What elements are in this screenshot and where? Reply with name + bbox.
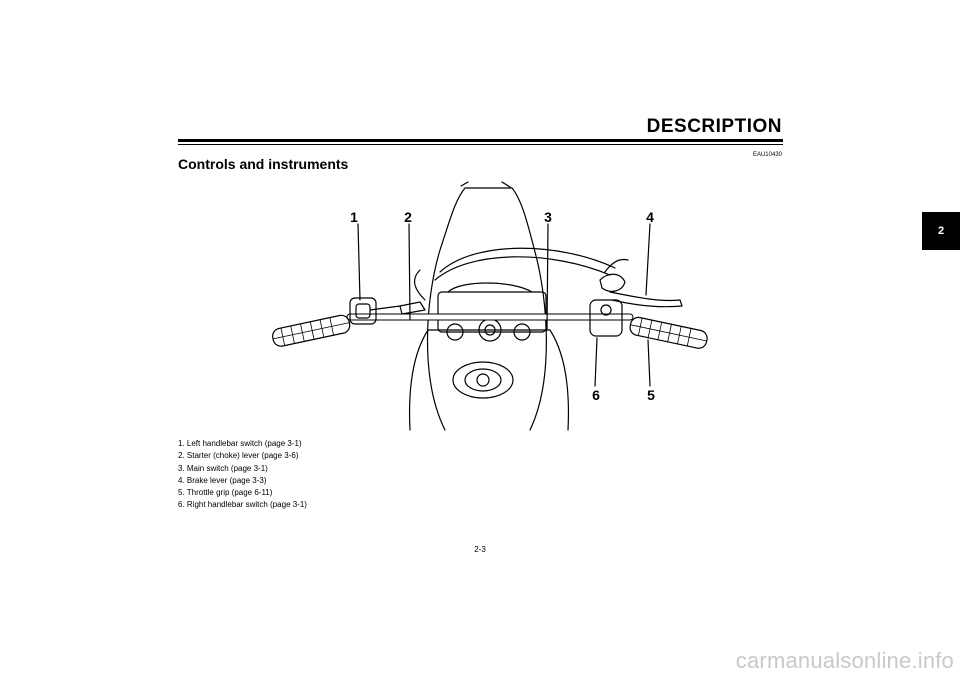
- callout-label: 2: [404, 209, 412, 225]
- caption-item: 4. Brake lever (page 3-3): [178, 475, 267, 485]
- header-rule-thin: [178, 144, 783, 145]
- right-grip: [629, 316, 708, 349]
- page-number: 2-3: [474, 545, 486, 554]
- callout-label: 6: [592, 387, 600, 403]
- watermark: carmanualsonline.info: [735, 648, 954, 673]
- caption-item: 6. Right handlebar switch (page 3-1): [178, 500, 307, 510]
- caption-item: 3. Main switch (page 3-1): [178, 463, 268, 473]
- caption-item: 5. Throttle grip (page 6-11): [178, 488, 273, 498]
- chapter-tab[interactable]: 2: [922, 212, 960, 250]
- callout-label: 5: [647, 387, 655, 403]
- handlebar-illustration: 1 2 3 4 5 6: [250, 180, 720, 435]
- page-heading: Controls and instruments: [178, 156, 349, 172]
- callout-label: 1: [350, 209, 358, 225]
- header-rule: [178, 139, 783, 142]
- caption-list: 1. Left handlebar switch (page 3-1) 2. S…: [178, 438, 307, 512]
- section-title: DESCRIPTION: [646, 116, 782, 137]
- callout-label: 4: [646, 209, 654, 225]
- section-code: EAU10430: [752, 152, 782, 158]
- caption-item: 2. Starter (choke) lever (page 3-6): [178, 451, 299, 461]
- left-grip: [272, 314, 351, 347]
- caption-item: 1. Left handlebar switch (page 3-1): [178, 439, 302, 448]
- callout-label: 3: [544, 209, 552, 225]
